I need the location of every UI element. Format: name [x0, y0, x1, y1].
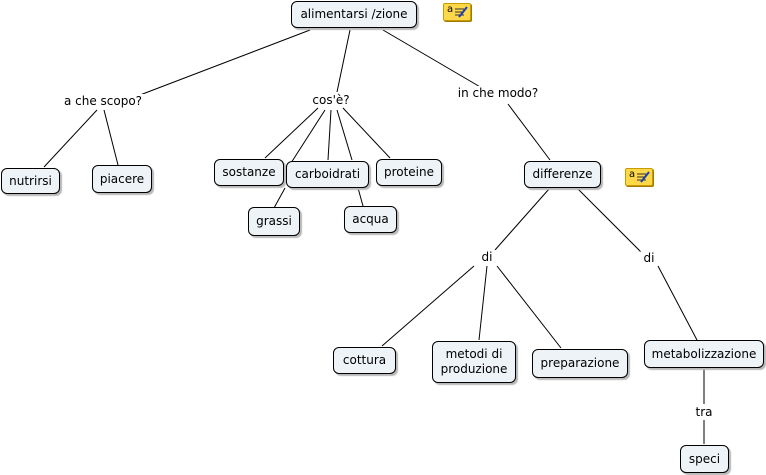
- concept-nutrirsi[interactable]: nutrirsi: [1, 168, 60, 194]
- concept-acqua[interactable]: acqua: [344, 206, 397, 233]
- annotation-note-icon[interactable]: a: [625, 168, 653, 186]
- concept-preparazione[interactable]: preparazione: [532, 349, 628, 378]
- concept-speci[interactable]: speci: [680, 445, 729, 473]
- link-label-di-left: di: [478, 250, 496, 264]
- link-label-a-che-scopo: a che scopo?: [60, 94, 146, 108]
- concept-piacere[interactable]: piacere: [92, 165, 152, 193]
- concept-carboidrati[interactable]: carboidrati: [286, 161, 369, 188]
- concept-grassi[interactable]: grassi: [248, 207, 300, 236]
- concept-metodi-di-produzione[interactable]: metodi di produzione: [432, 341, 516, 383]
- link-label-in-che-modo: in che modo?: [454, 86, 542, 100]
- annotation-note-icon[interactable]: a: [443, 3, 471, 21]
- concept-proteine[interactable]: proteine: [376, 159, 442, 186]
- link-label-tra: tra: [692, 405, 716, 419]
- link-label-cose: cos'è?: [309, 93, 353, 107]
- concept-differenze[interactable]: differenze: [524, 161, 601, 188]
- concept-metabolizzazione[interactable]: metabolizzazione: [644, 340, 764, 368]
- concept-sostanze[interactable]: sostanze: [214, 159, 284, 186]
- link-label-di-right: di: [640, 251, 658, 265]
- concept-cottura[interactable]: cottura: [333, 347, 396, 374]
- concept-alimentarsi[interactable]: alimentarsi /zione: [291, 1, 417, 28]
